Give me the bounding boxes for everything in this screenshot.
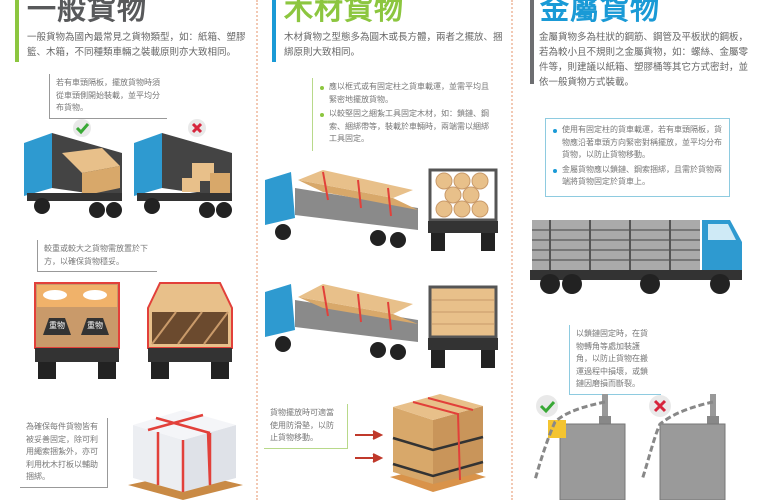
truck-side-incorrect-illustration xyxy=(134,119,232,218)
callout-text: 若有車頭隔板，擺放貨物時須從車頭側開始裝載，並平均分布貨物。 xyxy=(49,74,167,119)
truck-rear-crates-illustration xyxy=(147,282,233,379)
heavy-cargo-label: 重物 xyxy=(87,321,103,330)
column-divider xyxy=(511,0,513,500)
callout-text: 較重或較大之貨物需放置於下方，以確保貨物穩妥。 xyxy=(37,240,157,272)
log-truck-side-illustration xyxy=(265,170,418,248)
section-title: 一般貨物 xyxy=(27,0,148,26)
anti-slip-pallet-illustration xyxy=(390,394,486,492)
accent-bar xyxy=(530,0,534,84)
arrow-icon xyxy=(355,453,384,463)
section-description: 木材貨物之型態多為圓木或長方體，兩者之擺放、捆綁原則大致相同。 xyxy=(284,32,503,58)
accent-bar xyxy=(15,0,19,62)
truck-rear-heavy-cargo-illustration xyxy=(34,282,120,379)
check-icon xyxy=(536,395,558,417)
callout-text: 貨物擺放時可適當使用防滑墊，以防止貨物移動。 xyxy=(264,404,348,449)
metal-bullets: 使用有固定柱的貨車載運，若有車頭隔板，貨物應沿著車頭方向緊密對稱擺放，並平均分布… xyxy=(545,118,730,197)
log-truck-rear-illustration xyxy=(428,168,498,251)
section-title: 金屬貨物 xyxy=(540,0,661,26)
timber-bullets: 應以框式或有固定柱之貨車載運，並需平均且緊密地擺放貨物。 以較堅固之綑紮工具固定… xyxy=(312,78,497,151)
bullet-item: 使用有固定柱的貨車載運，若有車頭隔板，貨物應沿著車頭方向緊密對稱擺放，並平均分布… xyxy=(552,124,723,162)
arrow-icon xyxy=(355,430,384,440)
steel-pipe-truck-illustration xyxy=(530,220,742,294)
section-description: 一般貨物為國內最常見之貨物類型，如：紙箱、塑膠籃、木箱，不同種類車輛之裝載原則亦… xyxy=(27,32,246,58)
callout-text: 為確保每件貨物皆有被妥善固定，除可利用繩索捆紮外，亦可利用枕木打板以輔助捆綁。 xyxy=(20,418,108,488)
lumber-truck-rear-illustration xyxy=(428,285,498,368)
chain-with-corner-protector-illustration xyxy=(533,394,626,500)
section-description: 金屬貨物多為柱狀的鋼筋、鋼管及平板狀的鋼板，若為較小且不規則之金屬貨物，如：螺絲… xyxy=(539,32,749,88)
section-title: 木材貨物 xyxy=(284,0,405,26)
bullet-item: 以較堅固之綑紮工具固定木材，如：鎖鏈、鋼索、綑綁帶等，裝載於車輛時，兩端需以綑綁… xyxy=(319,108,491,146)
bullet-item: 應以框式或有固定柱之貨車載運，並需平均且緊密地擺放貨物。 xyxy=(319,81,491,106)
truck-side-correct-illustration xyxy=(24,119,122,218)
column-divider xyxy=(256,0,258,500)
strapped-pallet-illustration xyxy=(128,410,243,500)
bullet-item: 金屬貨物應以鎖鏈、鋼索捆綁，且需於貨物兩端將貨物固定於貨車上。 xyxy=(552,164,723,189)
check-icon xyxy=(73,119,91,137)
lumber-truck-side-illustration xyxy=(265,284,418,360)
heavy-cargo-label: 重物 xyxy=(49,321,65,330)
callout-text: 以鎖鏈固定時，在貨物轉角等處加裝護角，以防止貨物在搬運過程中損壞，或鎖鏈因磨損而… xyxy=(569,325,661,395)
accent-bar xyxy=(272,0,276,62)
chain-without-protector-illustration xyxy=(640,394,726,500)
